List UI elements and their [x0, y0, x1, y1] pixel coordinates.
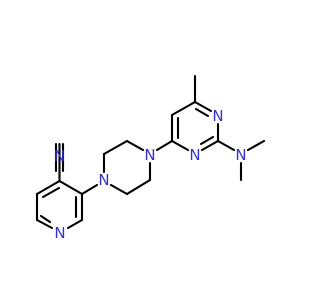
- bond: [170, 139, 190, 152]
- structure-canvas: N N N N N N N: [35, 74, 266, 242]
- piperazine-nitrogen-1-label: N: [98, 171, 109, 189]
- dimethylamino-nitrogen-label: N: [235, 146, 246, 164]
- bond: [66, 218, 84, 230]
- bond: [193, 100, 213, 113]
- bond: [35, 218, 54, 230]
- nitrile-group: [54, 142, 65, 183]
- pyrimidine-nitrogen-3-label: N: [189, 146, 200, 164]
- bond: [35, 179, 61, 196]
- molecule-diagram: N N N N N N N: [35, 74, 266, 242]
- bond: [194, 107, 210, 118]
- bond: [200, 139, 220, 152]
- pyrimidine-ring: [170, 100, 220, 152]
- bond: [125, 139, 145, 152]
- bond: [109, 183, 129, 196]
- bond: [199, 135, 215, 146]
- bond: [216, 139, 236, 152]
- bond: [155, 139, 174, 152]
- bond: [170, 100, 197, 117]
- bond: [102, 139, 129, 156]
- bond: [125, 178, 152, 196]
- atom-labels: N N N N N N N: [54, 107, 247, 242]
- pyridine-ring: [35, 179, 84, 230]
- pyridine-nitrogen-label: N: [54, 224, 65, 242]
- pyrimidine-nitrogen-1-label: N: [212, 107, 223, 125]
- piperazine-nitrogen-4-label: N: [144, 146, 155, 164]
- bond: [41, 186, 61, 199]
- bond: [58, 179, 84, 196]
- bond: [39, 214, 52, 224]
- piperazine-ring: [102, 139, 152, 196]
- bond: [80, 183, 99, 196]
- nitrile-nitrogen-label: N: [54, 147, 65, 165]
- methyl-bond: [246, 139, 266, 152]
